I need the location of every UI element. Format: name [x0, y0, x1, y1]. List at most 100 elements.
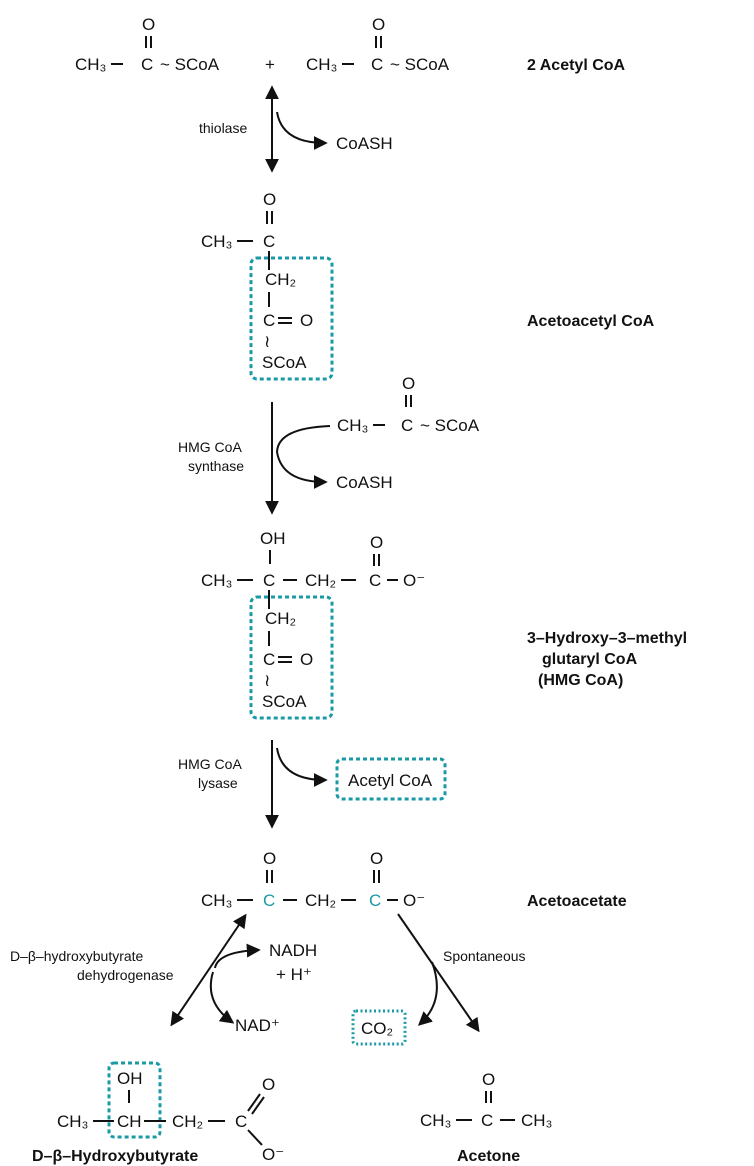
atom-c: C: [263, 650, 275, 669]
atom-o: O: [300, 650, 313, 669]
atom-o: O: [482, 1070, 495, 1089]
atom-tilde-scoa: ~ SCoA: [420, 416, 480, 435]
plus-sign: +: [265, 55, 275, 74]
highlight-box-co2: [351, 1009, 407, 1046]
incoming-acetyl-coa: O CH₃ C ~ SCoA: [337, 374, 480, 435]
label-acetoacetyl-coa: Acetoacetyl CoA: [527, 313, 655, 330]
atom-scoa: SCoA: [262, 353, 307, 372]
atom-c: C: [263, 311, 275, 330]
atom-o: O: [262, 1075, 275, 1094]
cofactor-h-plus: + H⁺: [276, 965, 312, 984]
label-hmg-coa-line2: glutaryl CoA: [542, 651, 638, 668]
single-bond: [247, 1129, 263, 1146]
cofactor-nad-plus: NAD⁺: [235, 1016, 280, 1035]
atom-o: O: [402, 374, 415, 393]
coash-release-arrow: [276, 111, 328, 150]
label-hmg-coa-line3: (HMG CoA): [538, 672, 623, 689]
label-hydroxybutyrate-main: Hydroxybutyrate: [71, 1148, 198, 1165]
double-bond: [251, 1096, 265, 1115]
atom-ch: CH: [117, 1112, 142, 1131]
atom-ch3: CH₃: [201, 232, 232, 251]
atom-o: O: [300, 311, 313, 330]
enzyme-bhb-dh-line1: D–β–hydroxybutyrate: [10, 948, 144, 964]
product-co2: CO₂: [361, 1019, 393, 1038]
atom-c: C: [371, 55, 383, 74]
label-hydroxybutyrate-prefix: D–β–: [32, 1148, 71, 1165]
atom-ch2: CH₂: [305, 891, 336, 910]
highlight-box-acetyl-unit: [249, 256, 334, 381]
atom-o: O: [370, 533, 383, 552]
atom-o: O: [372, 15, 385, 34]
atom-o: O: [263, 849, 276, 868]
nad-out-arrow: [209, 971, 235, 1024]
spontaneous-arrow: [397, 913, 480, 1033]
product-coash-1: CoASH: [336, 134, 393, 153]
atom-ch3: CH₃: [57, 1112, 88, 1131]
enzyme-hmg-synthase-line1: HMG CoA: [178, 439, 242, 455]
atom-c-highlighted: C: [369, 891, 381, 910]
acetyl-coa-right: O CH₃ C ~ SCoA: [306, 15, 450, 74]
atom-c: C: [263, 232, 275, 251]
atom-ch3: CH₃: [75, 55, 106, 74]
atom-oh: OH: [117, 1069, 143, 1088]
acetyl-coa-left: O CH₃ C ~ SCoA: [75, 15, 220, 74]
atom-ch2: CH₂: [305, 571, 336, 590]
atom-ch3: CH₃: [420, 1111, 451, 1130]
atom-ch3: CH₃: [306, 55, 337, 74]
atom-ch3: CH₃: [521, 1111, 552, 1130]
label-hydroxybutyrate: D–β–Hydroxybutyrate: [32, 1148, 198, 1165]
atom-o: O: [263, 190, 276, 209]
acetyl-coa-in-coash-out-arrow: [275, 425, 331, 489]
enzyme-hmg-lyase-line1: HMG CoA: [178, 756, 242, 772]
atom-c: C: [263, 571, 275, 590]
atom-ch3: CH₃: [201, 571, 232, 590]
co2-release-arrow: [417, 961, 438, 1026]
atom-scoa: SCoA: [262, 692, 307, 711]
atom-c: C: [369, 571, 381, 590]
atom-o: O: [142, 15, 155, 34]
enzyme-hmg-synthase-line2: synthase: [188, 458, 244, 474]
atom-ch2: CH₂: [172, 1112, 203, 1131]
double-bond: [247, 1093, 261, 1112]
hmg-coa-structure: OH CH₃ C CH₂ O C O⁻ CH₂ C O ≀ SCoA: [201, 529, 425, 720]
enzyme-bhb-dh-line2: dehydrogenase: [77, 967, 174, 983]
atom-tilde-scoa: ~ SCoA: [390, 55, 450, 74]
label-hmg-coa-line1: 3–Hydroxy–3–methyl: [527, 630, 687, 647]
label-2-acetyl-coa: 2 Acetyl CoA: [527, 57, 626, 74]
acetoacetate-structure: O CH₃ C CH₂ O C O⁻: [201, 849, 425, 910]
nadh-in-arrow: [214, 943, 261, 969]
acetoacetyl-coa-structure: O CH₃ C CH₂ C O ≀ SCoA: [201, 190, 334, 381]
atom-o: O: [370, 849, 383, 868]
atom-c: C: [141, 55, 153, 74]
product-coash-2: CoASH: [336, 473, 393, 492]
acetyl-coa-release-arrow: [276, 747, 328, 787]
bhb-dehydrogenase-reversible-arrow: [170, 913, 247, 1027]
atom-ch2: CH₂: [265, 609, 296, 628]
atom-ch3: CH₃: [337, 416, 368, 435]
highlight-box-acetyl-coa: [335, 757, 447, 801]
acetone-structure: O CH₃ C CH₃: [420, 1070, 552, 1130]
product-acetyl-coa: Acetyl CoA: [348, 771, 433, 790]
highlight-box-choh: [107, 1061, 162, 1139]
atom-c-highlighted: C: [263, 891, 275, 910]
atom-c: C: [235, 1112, 247, 1131]
label-acetone: Acetone: [457, 1148, 520, 1165]
atom-c: C: [481, 1111, 493, 1130]
atom-o-minus: O⁻: [403, 891, 425, 910]
cofactor-nadh: NADH: [269, 941, 317, 960]
label-spontaneous: Spontaneous: [443, 948, 526, 964]
atom-ch2: CH₂: [265, 270, 296, 289]
enzyme-thiolase: thiolase: [199, 120, 247, 136]
thioester-wave: ≀: [264, 671, 270, 690]
hydroxybutyrate-structure: OH CH₃ CH CH₂ C O O⁻: [57, 1061, 284, 1164]
atom-oh: OH: [260, 529, 286, 548]
atom-o-minus: O⁻: [403, 571, 425, 590]
enzyme-hmg-lyase-line2: lysase: [198, 775, 238, 791]
thioester-wave: ≀: [264, 332, 270, 351]
atom-c: C: [401, 416, 413, 435]
atom-tilde-scoa: ~ SCoA: [160, 55, 220, 74]
highlight-box-acetyl-unit: [249, 595, 334, 720]
atom-o-minus: O⁻: [262, 1145, 284, 1164]
